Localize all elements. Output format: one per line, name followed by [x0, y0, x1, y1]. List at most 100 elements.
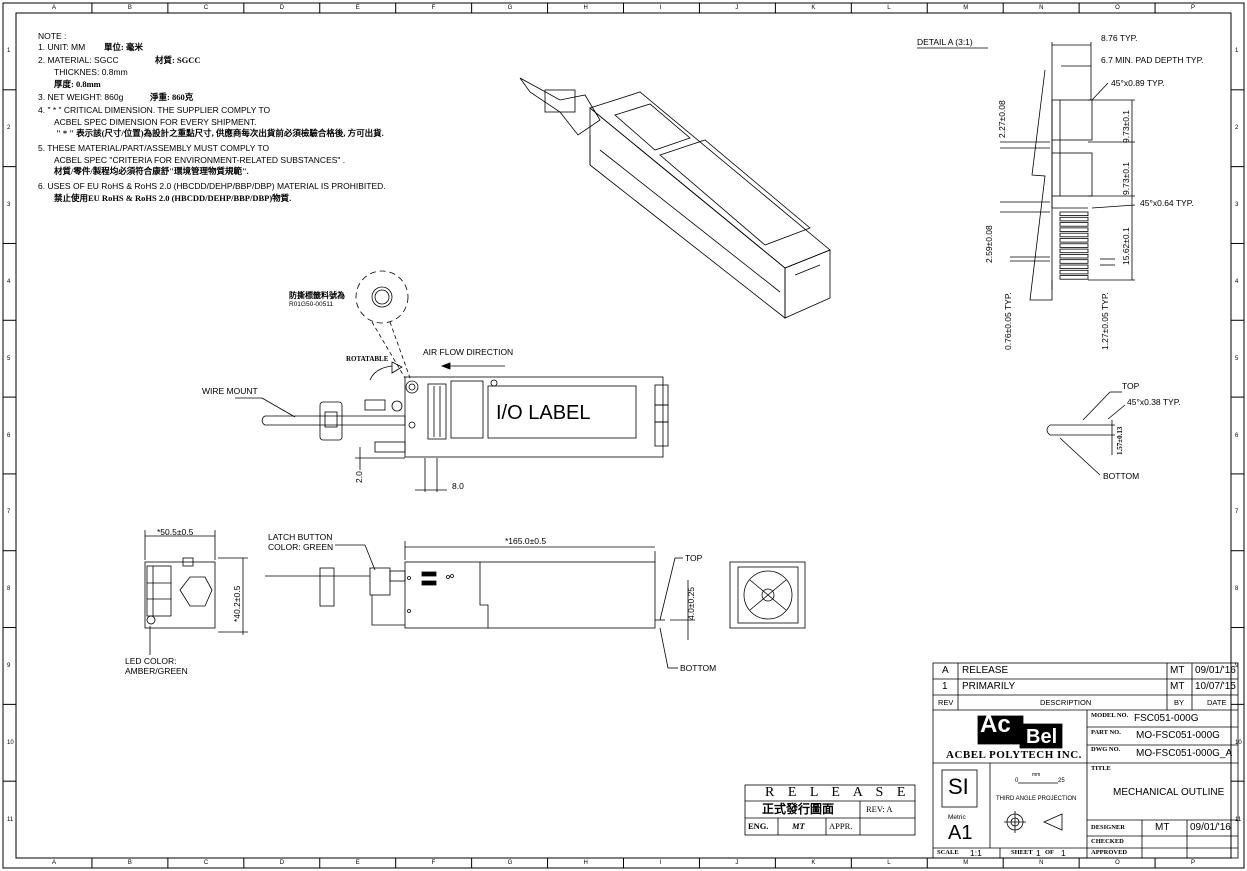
zone-letter: A: [51, 860, 56, 866]
note-line: 材質/零件/製程均必須符合康舒"環境管理物質規範".: [54, 166, 249, 176]
dwg-label: DWG NO.: [1091, 746, 1121, 753]
header-by: BY: [1174, 698, 1185, 707]
seal-label-cn: 防撕標籤料號為: [289, 291, 345, 300]
edge-finger-pad: [1059, 243, 1089, 248]
side-view: [235, 270, 669, 492]
zone-number: 8: [7, 586, 11, 593]
note-line: ACBEL SPEC DIMENSION FOR EVERY SHIPMENT.: [54, 117, 257, 127]
zone-letter: K: [811, 860, 816, 866]
release-eng-label: ENG.: [748, 821, 769, 831]
scale-value: 1:1: [970, 848, 982, 858]
rotatable-label: ROTATABLE: [346, 355, 389, 363]
zone-number: 2: [1235, 125, 1239, 132]
zone-letter: G: [507, 5, 513, 11]
edge-finger-pad: [1059, 269, 1089, 275]
zone-number: 11: [7, 816, 14, 823]
note-line: 禁止使用EU RoHS & RoHS 2.0 (HBCDD/DEHP/BBP/D…: [54, 193, 292, 203]
edge-finger-pad: [1059, 264, 1089, 269]
dwg-number: MO-FSC051-000G_A: [1136, 748, 1233, 759]
header-desc: DESCRIPTION: [1040, 698, 1092, 707]
designer-label: DESIGNER: [1091, 824, 1125, 831]
drawing-title: MECHANICAL OUTLINE: [1113, 787, 1225, 798]
edge-finger-pad: [1059, 253, 1089, 259]
zone-number: 1: [1235, 48, 1239, 55]
io-label-text: I/O LABEL: [496, 402, 591, 424]
note-line: 厚度: 0.8mm: [54, 79, 101, 89]
edge-bottom: BOTTOM: [1103, 471, 1140, 481]
zone-letter: O: [1115, 860, 1120, 866]
rev-desc: PRIMARILY: [962, 681, 1016, 692]
model-number: FSC051-000G: [1134, 713, 1199, 724]
scale-label: SCALE: [937, 849, 959, 856]
edge-chamfer: 45°x0.38 TYP.: [1127, 397, 1181, 407]
edge-finger-pad: [1059, 216, 1089, 222]
note-line: THICKNES: 0.8mm: [54, 67, 128, 77]
zone-letter: A: [51, 5, 56, 11]
zone-letter: P: [1191, 5, 1196, 11]
edge-detail: [1046, 391, 1126, 476]
zone-number: 8: [1235, 586, 1239, 593]
zone-number: 3: [1235, 202, 1239, 209]
led-label: LED COLOR:: [125, 656, 177, 666]
zone-letter: M: [963, 5, 969, 11]
part-number: MO-FSC051-000G: [1136, 730, 1220, 741]
zone-letter: D: [279, 860, 285, 866]
note-line: 2. MATERIAL: SGCC: [38, 55, 119, 65]
checked-label: CHECKED: [1091, 838, 1124, 845]
rev-desc: RELEASE: [962, 665, 1009, 676]
note-line: 3. NET WEIGHT: 860g: [38, 92, 124, 102]
height-dim: *40.2±0.5: [232, 585, 242, 622]
logo-bel: Bel: [1026, 726, 1058, 748]
edge-top: TOP: [1122, 381, 1140, 391]
note-line: ACBEL SPEC "CRITERIA FOR ENVIRONMENT-REL…: [54, 155, 346, 165]
zone-number: 7: [7, 509, 11, 516]
sheet-of: OF: [1045, 849, 1055, 856]
edge-thickness: 1.57±0.13: [1116, 426, 1124, 455]
zone-number: 11: [1235, 816, 1242, 823]
zone-letter: J: [735, 860, 739, 866]
edge-finger-pad: [1059, 275, 1089, 280]
led-color: AMBER/GREEN: [125, 666, 188, 676]
length-dim: *165.0±0.5: [505, 536, 547, 546]
zone-letter: L: [887, 5, 891, 11]
rev-id: A: [942, 665, 949, 676]
offset-dim: 4.0±0.25: [686, 586, 696, 620]
title-label: TITLE: [1091, 765, 1111, 772]
notes-heading: NOTE :: [38, 31, 67, 41]
detail-dim: 15.62±0.1: [1121, 227, 1131, 265]
zone-letter: O: [1115, 5, 1120, 11]
zone-letter: D: [279, 5, 285, 11]
release-title: R E L E A S E: [765, 785, 911, 800]
bottom-label: BOTTOM: [680, 663, 717, 673]
seal-part-number: R01G50-00511: [289, 301, 333, 308]
top-label: TOP: [685, 553, 703, 563]
edge-finger-pad: [1059, 259, 1089, 264]
note-line: 1. UNIT: MM: [38, 42, 86, 52]
zone-number: 1: [7, 48, 11, 55]
front-view: [144, 530, 248, 655]
scale-bar-25: 25: [1058, 778, 1065, 784]
logo-ac: Ac: [980, 711, 1011, 738]
zone-number: 6: [1235, 432, 1239, 439]
zone-number: 5: [1235, 355, 1239, 362]
isometric-view: [519, 77, 831, 319]
note-line: 4. " * " CRITICAL DIMENSION. THE SUPPLIE…: [38, 105, 271, 115]
edge-finger-pad: [1059, 211, 1089, 216]
edge-finger-pad: [1059, 222, 1089, 227]
rev-by: MT: [1170, 665, 1185, 676]
edge-finger-pad: [1059, 227, 1089, 232]
zone-letter: E: [355, 5, 360, 11]
detail-dim: 9.73±0.1: [1121, 109, 1131, 143]
detail-dim: 2.59±0.08: [984, 225, 994, 263]
part-label: PART NO.: [1091, 729, 1121, 736]
si-mark: SI: [948, 774, 969, 799]
zone-number: 10: [7, 739, 14, 746]
wire-mount-label: WIRE MOUNT: [202, 386, 258, 396]
detail-dim: 2.27±0.08: [997, 100, 1007, 138]
detail-dim: 9.73±0.1: [1121, 161, 1131, 195]
release-cn: 正式發行圖面: [762, 802, 835, 816]
scale-bar-unit: mm: [1032, 772, 1041, 778]
release-stamp-frame: [744, 784, 916, 836]
